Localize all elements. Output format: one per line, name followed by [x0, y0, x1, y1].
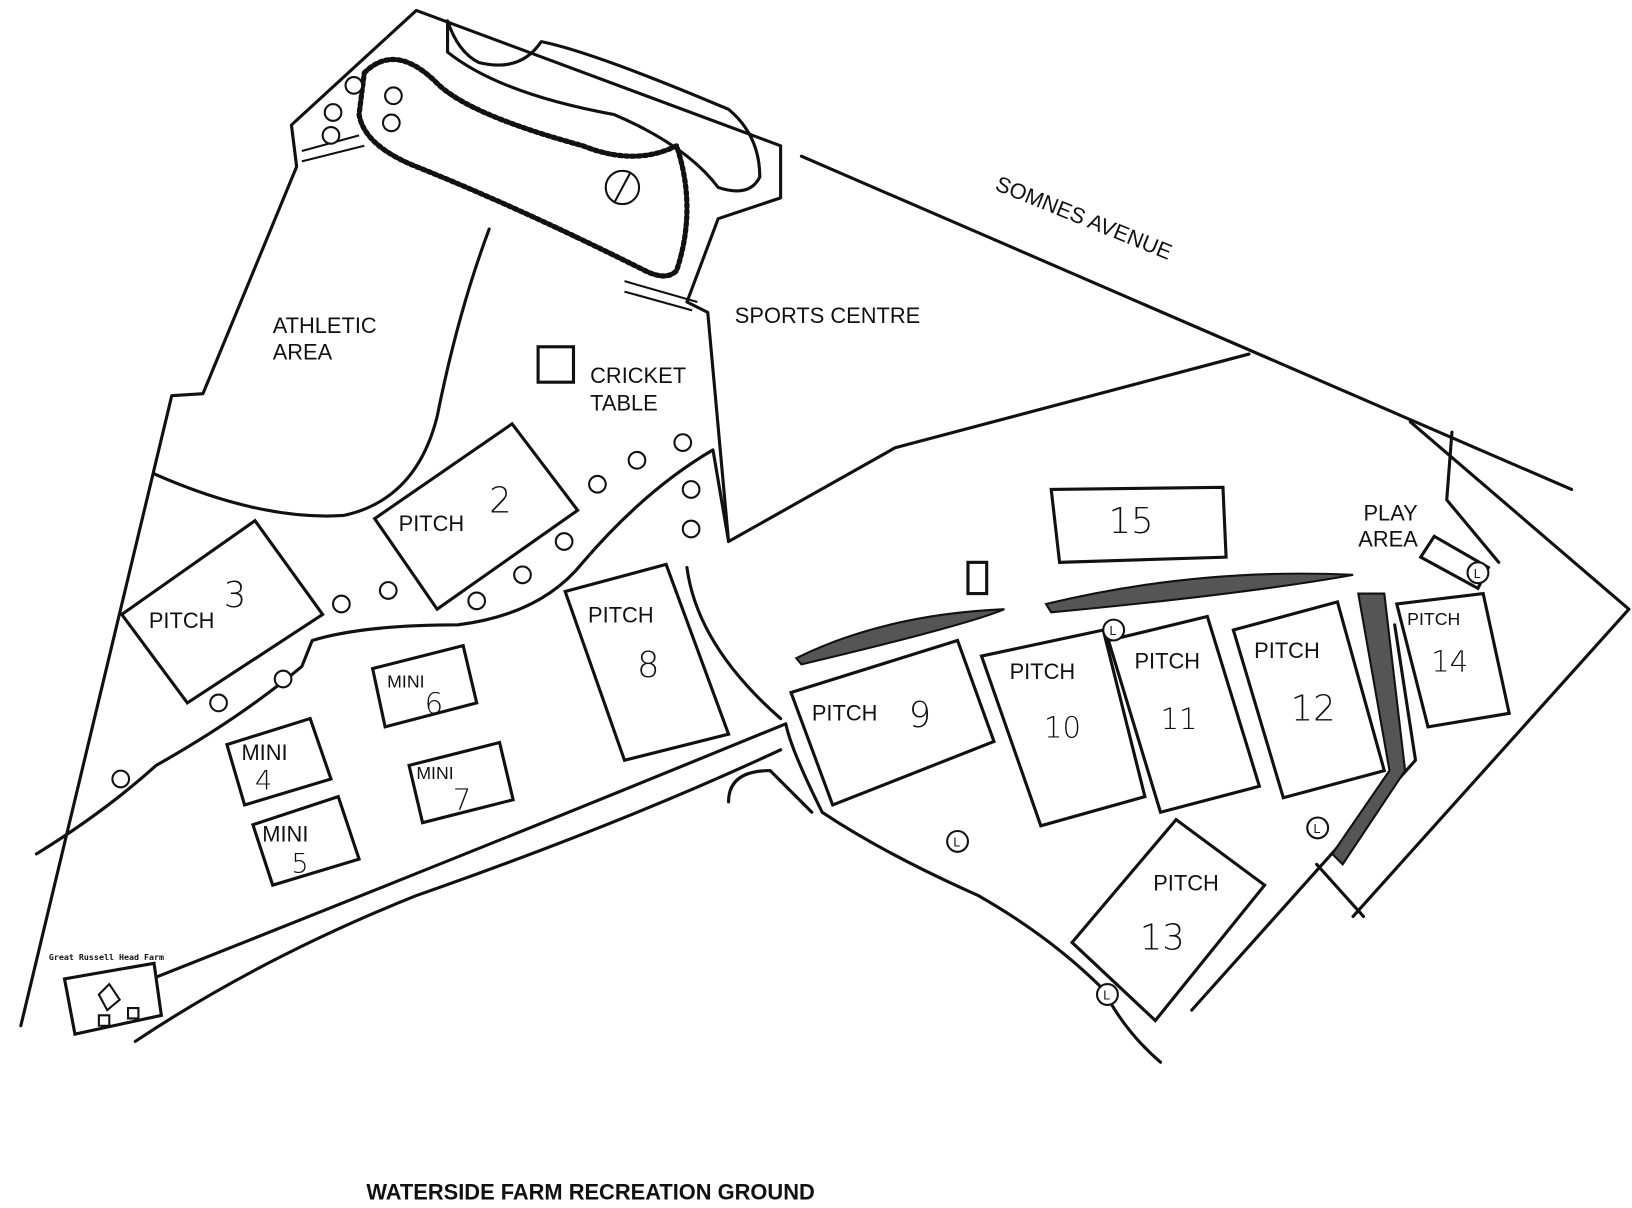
tree-icon [384, 86, 403, 106]
pitch-number: 8 [637, 645, 660, 686]
cricket-table-label: TABLE [590, 390, 658, 415]
pitch-label: MINI [241, 740, 287, 765]
tree-icon [554, 532, 574, 551]
pitch-label: PITCH [1407, 609, 1460, 629]
pitch-label: PITCH [1153, 870, 1219, 895]
trees [111, 76, 701, 789]
svg-text:L: L [1110, 624, 1117, 638]
tree-icon [209, 693, 228, 713]
l-marker: L [946, 829, 969, 853]
play-area-label: PLAY [1363, 501, 1418, 526]
tree-icon [588, 474, 607, 494]
pitch-number: 4 [255, 765, 272, 796]
cricket-table [536, 345, 576, 384]
pitch-number: 11 [1161, 702, 1198, 736]
pitch-label: MINI [416, 763, 453, 783]
pitch-label: PITCH [1134, 649, 1200, 674]
pitch-label: MINI [262, 821, 308, 846]
mini-pitch-4[interactable] [224, 716, 333, 807]
pitch-number: 5 [291, 849, 308, 880]
svg-text:L: L [953, 836, 960, 850]
pitch-14[interactable] [1394, 591, 1512, 729]
pitch-label: PITCH [1010, 659, 1076, 684]
tree-icon [323, 103, 343, 122]
tree-icon [467, 591, 487, 611]
pond-park [301, 19, 762, 312]
hedges [794, 572, 1407, 866]
athletic-area-label: ATHLETIC [273, 313, 377, 338]
l-marker: L [1102, 618, 1126, 642]
pitch-label: PITCH [399, 511, 465, 536]
svg-text:L: L [1103, 989, 1110, 1003]
pitch-label: PITCH [812, 701, 878, 726]
l-marker: L [1466, 561, 1490, 585]
pitch-9[interactable] [788, 638, 996, 808]
tree-icon [273, 669, 293, 689]
farm-label: Great Russell Head Farm [49, 952, 164, 962]
pitch-number: 15 [1108, 501, 1153, 542]
pitch-15[interactable] [1049, 485, 1228, 564]
tree-icon [673, 433, 693, 452]
tree-icon [321, 126, 341, 145]
mini-pitch-7[interactable] [407, 740, 515, 825]
pitch-label: PITCH [588, 603, 654, 628]
pitch-number: 13 [1140, 918, 1185, 959]
l-marker: L [1095, 983, 1119, 1006]
pitch-number: 12 [1291, 689, 1336, 730]
tree-icon [513, 565, 532, 585]
l-marker: L [1306, 816, 1330, 840]
tree-icon [681, 519, 701, 539]
sports-centre-label: SPORTS CENTRE [735, 303, 920, 328]
pitch-11[interactable] [1106, 614, 1262, 815]
boundaries [19, 8, 1631, 1064]
play-area-label: AREA [1358, 527, 1418, 552]
building [966, 560, 989, 596]
pitch-number: 2 [489, 480, 512, 521]
l-markers: L L L L L [946, 561, 1490, 1006]
pitch-3[interactable] [119, 518, 325, 706]
tree-icon [381, 113, 401, 133]
pitch-8[interactable] [563, 562, 731, 763]
tree-icon [111, 769, 131, 789]
pitch-number: 14 [1431, 645, 1468, 679]
athletic-area-label: AREA [273, 339, 333, 364]
farm-building [62, 961, 164, 1036]
pitch-10[interactable] [979, 628, 1147, 828]
pitch-2[interactable] [372, 421, 580, 612]
svg-text:L: L [1314, 822, 1321, 836]
pitch-number: 7 [453, 783, 472, 817]
mini-pitch-6[interactable] [370, 643, 479, 729]
pitch-12[interactable] [1231, 600, 1387, 800]
tree-icon [681, 480, 701, 499]
pitch-label: MINI [387, 671, 424, 691]
pitch-label: PITCH [149, 608, 215, 633]
pitch-label: PITCH [1254, 638, 1320, 663]
pitch-number: 10 [1044, 710, 1081, 744]
mini-pitch-5[interactable] [250, 794, 362, 888]
pitch-number: 9 [909, 695, 932, 736]
tree-icon [378, 581, 398, 600]
cricket-table-label: CRICKET [590, 363, 686, 388]
svg-text:L: L [1474, 567, 1481, 581]
tree-icon [344, 76, 364, 95]
tree-icon [627, 450, 647, 470]
map-title: WATERSIDE FARM RECREATION GROUND [366, 1180, 814, 1205]
pitch-number: 3 [224, 575, 247, 616]
tree-icon [332, 594, 351, 614]
pitch-number: 6 [425, 686, 444, 720]
pitch-13[interactable] [1069, 817, 1267, 1023]
